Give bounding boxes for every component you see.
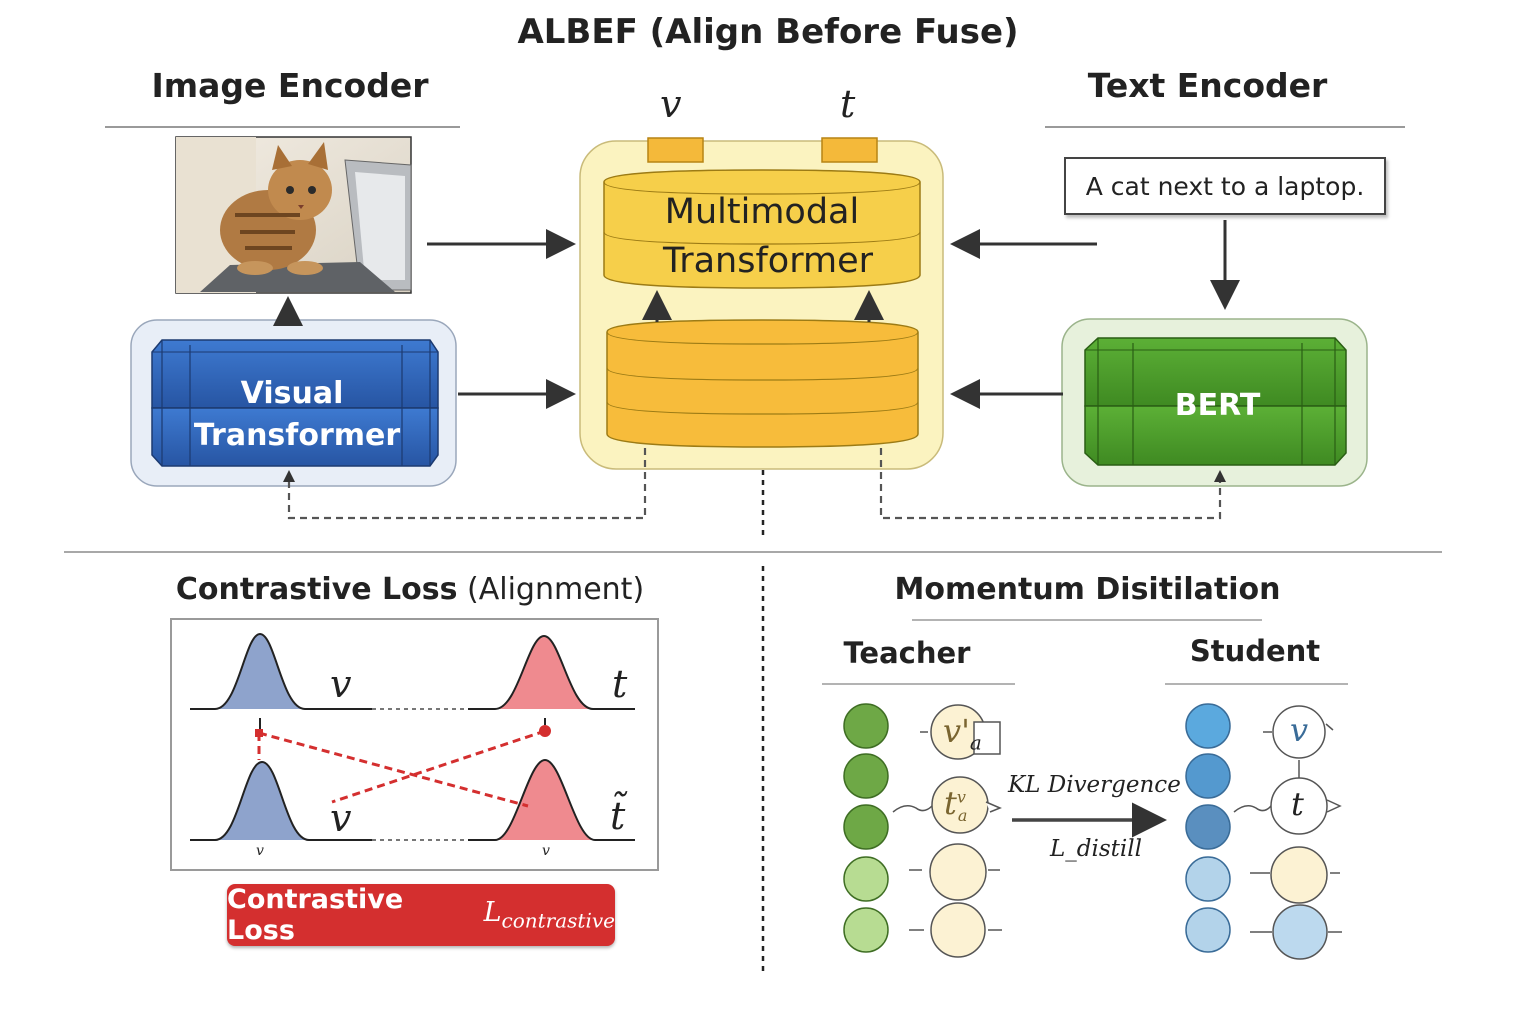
image-encoder-rule: [105, 126, 460, 128]
student-label: Student: [1189, 634, 1321, 668]
distribution-v-bottom: [190, 760, 372, 841]
kl-divergence-label: KL Divergence: [1008, 772, 1181, 798]
pair-connectors: [372, 708, 468, 841]
student-tokens: [1233, 705, 1342, 960]
image-encoder-header: Image Encoder: [151, 66, 429, 105]
multimodal-label-2: Transformer: [662, 241, 874, 281]
tick-label-left: v: [256, 843, 264, 859]
distillation-header: Momentum Disitilation: [894, 572, 1281, 607]
bert-label: BERT: [1174, 388, 1261, 423]
text-caption: A cat next to a laptop.: [1085, 171, 1365, 201]
visual-transformer-label-1: Visual: [240, 376, 344, 411]
distill-loss-label: L_distill: [1050, 836, 1142, 862]
bert-block: [1084, 337, 1347, 466]
distribution-t-bottom: [468, 758, 635, 841]
visual-transformer-label-2: Transformer: [193, 418, 401, 453]
multimodal-transformer-block: [603, 169, 921, 289]
teacher-token-1-label: v'a: [943, 712, 982, 755]
teacher-tokens: [892, 704, 1002, 958]
token-t-box: [821, 137, 878, 163]
text-caption-box: A cat next to a laptop.: [1064, 157, 1386, 215]
contrastive-loss-symbol: L: [483, 897, 502, 929]
fusion-layers-block: [606, 319, 919, 448]
visual-transformer-block: [151, 339, 439, 467]
flow-arrows: [273, 220, 1240, 409]
token-v-label: v: [660, 82, 682, 126]
teacher-embeddings: [843, 703, 889, 953]
tick-label-right: v: [542, 843, 550, 859]
contrastive-loss-subscript: contrastive: [501, 908, 615, 933]
text-encoder-rule: [1045, 126, 1405, 128]
contrastive-header-bold: Contrastive Loss: [175, 572, 458, 607]
contrastive-header: Contrastive Loss (Alignment): [160, 572, 660, 607]
multimodal-label-1: Multimodal: [664, 192, 860, 232]
token-t-label: t: [840, 82, 856, 126]
momentum-dashed-paths: [287, 448, 1222, 520]
teacher-label: Teacher: [843, 636, 971, 670]
dist-label-t-bottom: t̃: [610, 794, 626, 838]
dist-label-v-top: v: [330, 662, 352, 706]
token-v-box: [647, 137, 704, 163]
text-encoder-header: Text Encoder: [1087, 66, 1328, 105]
dist-label-v-bottom: v: [330, 796, 352, 840]
student-embeddings: [1185, 703, 1231, 953]
dist-label-t-top: t: [612, 662, 628, 706]
diagram-title: ALBEF (Align Before Fuse): [517, 12, 1019, 52]
alignment-cross-lines: [257, 729, 546, 808]
alignment-dot: [539, 725, 551, 737]
contrastive-header-normal: (Alignment): [467, 572, 645, 607]
cat-photo: [175, 136, 412, 294]
contrastive-loss-text: Contrastive Loss: [227, 884, 404, 946]
teacher-token-2-label: tva: [944, 784, 968, 826]
contrastive-loss-button: Contrastive Loss Lcontrastive: [227, 884, 615, 946]
distribution-t-top: [468, 634, 635, 710]
student-token-2-label: t: [1291, 785, 1304, 823]
distribution-v-top: [190, 632, 372, 710]
student-token-1-label: v: [1290, 711, 1309, 749]
